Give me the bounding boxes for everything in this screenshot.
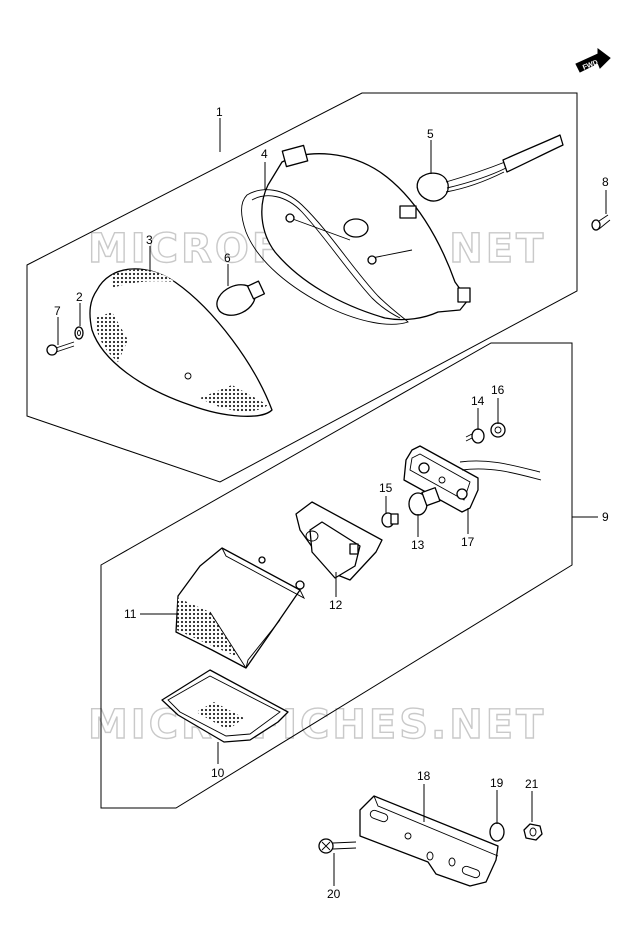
screw-part-7 [46, 341, 75, 356]
callout-labels: 1 2 3 4 5 6 7 8 9 10 11 12 13 14 15 16 1… [54, 105, 609, 901]
callout-21: 21 [525, 777, 539, 791]
callout-15: 15 [379, 481, 393, 495]
fwd-arrow-icon: FWD [575, 48, 611, 73]
callout-9: 9 [602, 510, 609, 524]
screw-part-8 [591, 214, 611, 231]
callout-2: 2 [76, 290, 83, 304]
leader-lines [57, 118, 607, 886]
washer-part-19 [489, 822, 505, 842]
callout-4: 4 [261, 147, 268, 161]
lens-part-3 [89, 268, 273, 417]
bulb-part-6 [216, 280, 266, 316]
callout-11: 11 [124, 607, 137, 621]
lens-plate-part-10 [161, 669, 289, 743]
screw-part-14 [465, 428, 485, 444]
assembly-box-9 [100, 342, 573, 809]
callout-10: 10 [211, 766, 225, 780]
callout-19: 19 [490, 776, 504, 790]
lamp-housing-part-11 [175, 547, 306, 669]
nut-part-21 [523, 823, 543, 841]
callout-16: 16 [491, 383, 505, 397]
callout-8: 8 [602, 175, 609, 189]
socket-part-5 [416, 134, 564, 202]
bulb-part-15 [381, 512, 399, 528]
washer-part-2 [74, 326, 84, 340]
holder-part-17 [403, 445, 542, 513]
assembly-box-1 [26, 92, 578, 483]
callout-1: 1 [216, 105, 223, 119]
callout-13: 13 [411, 538, 425, 552]
callout-3: 3 [146, 233, 153, 247]
callout-14: 14 [471, 394, 485, 408]
bracket-part-18 [359, 795, 499, 887]
housing-part-4 [241, 144, 471, 325]
inner-lamp-part-12 [295, 501, 383, 581]
callout-18: 18 [417, 769, 431, 783]
callout-7: 7 [54, 304, 61, 318]
callout-5: 5 [427, 127, 434, 141]
bolt-part-20 [318, 838, 357, 854]
callout-6: 6 [224, 251, 231, 265]
callout-12: 12 [329, 598, 343, 612]
watermark-lower: MICROFICHES.NET [88, 702, 546, 748]
nut-part-16 [490, 422, 506, 438]
socket-part-13 [408, 487, 441, 516]
callout-20: 20 [327, 887, 341, 901]
callout-17: 17 [461, 535, 475, 549]
